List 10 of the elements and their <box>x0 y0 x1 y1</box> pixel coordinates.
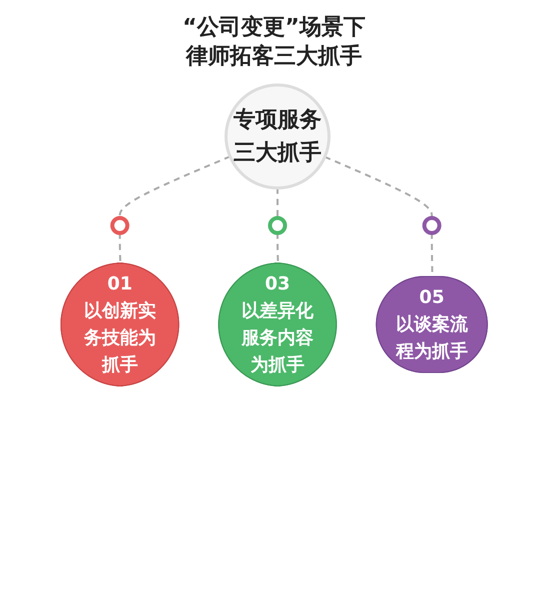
connector <box>276 233 279 264</box>
node-circle <box>110 216 130 236</box>
node-circle: 专项服务 三大抓手 <box>224 84 330 190</box>
node-circle <box>422 216 442 236</box>
title: “公司变更”场景下律师拓客三大抓手 <box>182 14 366 71</box>
connector <box>118 156 230 218</box>
connector <box>118 233 122 264</box>
connector <box>276 188 278 218</box>
connector <box>324 156 433 218</box>
node-circle <box>268 216 287 236</box>
